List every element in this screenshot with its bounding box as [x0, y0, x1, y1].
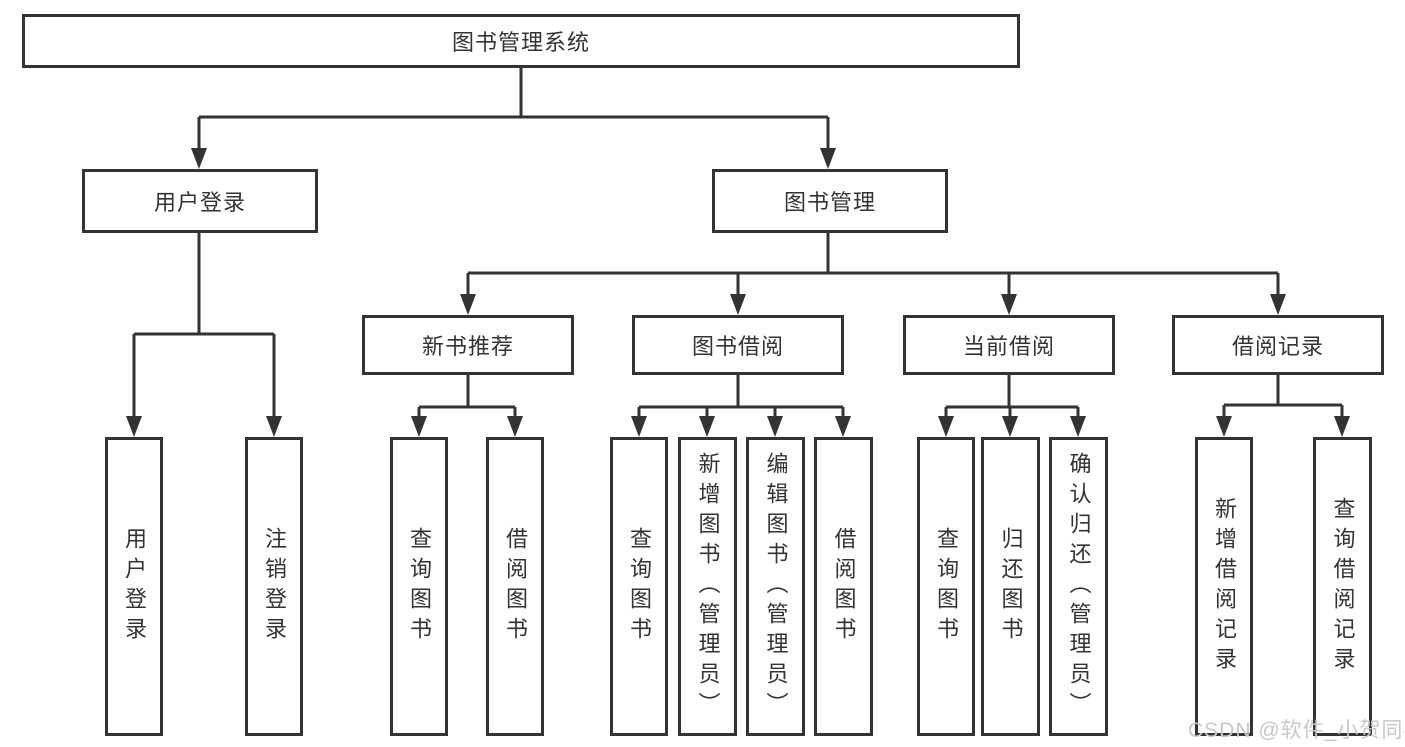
leaf-user-login: 用户登录 [105, 437, 163, 736]
node-current-borrowing: 当前借阅 [903, 315, 1115, 375]
node-user-login: 用户登录 [82, 169, 318, 233]
leaf-borrow-books-recommend-label: 借阅图书 [503, 526, 528, 647]
leaf-edit-book-admin-label: 编辑图书（管理员） [763, 451, 789, 722]
leaf-logout: 注销登录 [245, 437, 303, 736]
leaf-query-books-recommend-label: 查询图书 [407, 526, 432, 647]
leaf-query-books-borrowing-label: 查询图书 [627, 526, 652, 647]
node-book-management-label: 图书管理 [783, 190, 876, 215]
node-book-borrowing-label: 图书借阅 [691, 334, 784, 359]
leaf-add-book-admin: 新增图书（管理员） [678, 437, 737, 736]
node-new-book-recommendation-label: 新书推荐 [421, 334, 514, 359]
node-borrowing-records-label: 借阅记录 [1231, 334, 1324, 359]
leaf-query-books-borrowing: 查询图书 [610, 437, 668, 736]
leaf-user-login-label: 用户登录 [122, 526, 147, 647]
leaf-query-books-current-label: 查询图书 [934, 526, 959, 647]
leaf-query-books-current: 查询图书 [917, 437, 975, 736]
node-borrowing-records: 借阅记录 [1172, 315, 1384, 375]
leaf-borrow-books-borrowing: 借阅图书 [814, 437, 873, 736]
leaf-confirm-return-admin-label: 确认归还（管理员） [1066, 451, 1092, 722]
node-book-borrowing: 图书借阅 [632, 315, 844, 375]
leaf-confirm-return-admin: 确认归还（管理员） [1049, 437, 1108, 736]
leaf-add-book-admin-label: 新增图书（管理员） [695, 451, 721, 722]
leaf-query-books-recommend: 查询图书 [390, 437, 448, 736]
leaf-query-borrow-record: 查询借阅记录 [1313, 437, 1372, 736]
leaf-borrow-books-borrowing-label: 借阅图书 [831, 526, 857, 647]
node-library-system: 图书管理系统 [22, 14, 1020, 68]
node-library-system-label: 图书管理系统 [451, 30, 590, 55]
csdn-watermark: CSDN @软件_小贺同学 [1188, 719, 1405, 742]
leaf-return-books: 归还图书 [981, 437, 1040, 736]
node-book-management: 图书管理 [712, 169, 948, 233]
node-new-book-recommendation: 新书推荐 [362, 315, 574, 375]
leaf-logout-label: 注销登录 [262, 526, 287, 647]
node-current-borrowing-label: 当前借阅 [962, 334, 1055, 359]
leaf-edit-book-admin: 编辑图书（管理员） [746, 437, 805, 736]
leaf-borrow-books-recommend: 借阅图书 [486, 437, 544, 736]
leaf-add-borrow-record-label: 新增借阅记录 [1212, 496, 1237, 677]
leaf-add-borrow-record: 新增借阅记录 [1195, 437, 1253, 736]
leaf-query-borrow-record-label: 查询借阅记录 [1330, 496, 1356, 677]
leaf-return-books-label: 归还图书 [998, 526, 1024, 647]
node-user-login-label: 用户登录 [153, 190, 246, 215]
arrowheads [126, 148, 1350, 437]
